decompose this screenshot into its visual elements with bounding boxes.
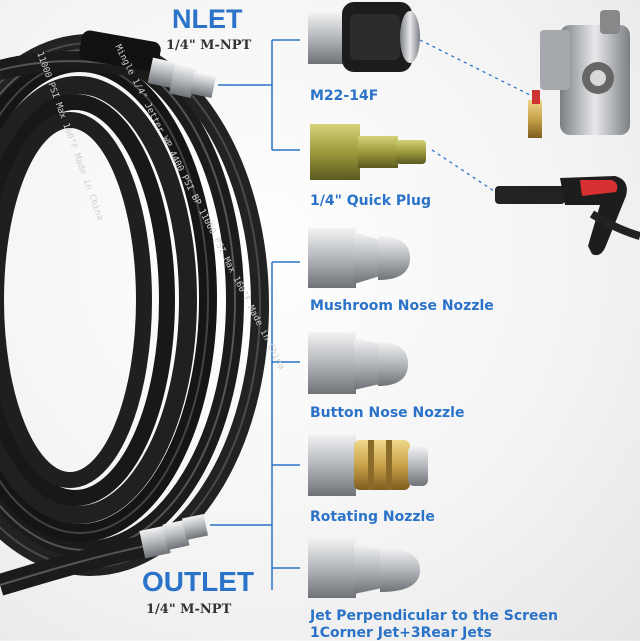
- button-nozzle-part: [308, 332, 408, 394]
- inlet-spec: 1/4" M-NPT: [166, 38, 252, 53]
- pump-part: [528, 10, 630, 138]
- bracket-lines: [210, 39, 300, 590]
- label-m22-14f: M22-14F: [310, 88, 379, 104]
- label-quick-plug: 1/4" Quick Plug: [310, 193, 431, 209]
- label-button-nozzle: Button Nose Nozzle: [310, 405, 465, 421]
- hose-coil: [0, 34, 269, 576]
- inlet-fitting: [147, 57, 217, 99]
- m22-coupler-part: [308, 2, 420, 72]
- label-jet-nozzle-line-2: 1Corner Jet+3Rear Jets: [310, 625, 492, 641]
- label-jet-nozzle-line-1: Jet Perpendicular to the Screen: [310, 608, 558, 624]
- outlet-spec: 1/4" M-NPT: [146, 602, 232, 617]
- label-mushroom-nozzle: Mushroom Nose Nozzle: [310, 298, 494, 314]
- jet-nozzle-part: [308, 538, 420, 598]
- dashed-leaders: [419, 39, 541, 196]
- label-rotating-nozzle: Rotating Nozzle: [310, 509, 435, 525]
- quick-plug-part: [310, 124, 426, 180]
- outlet-fitting: [139, 513, 209, 559]
- rotating-nozzle-part: [308, 434, 428, 496]
- spray-gun-part: [495, 176, 640, 256]
- outlet-title: OUTLET: [142, 566, 254, 597]
- mushroom-nozzle-part: [308, 228, 410, 288]
- inlet-title: NLET: [172, 4, 243, 34]
